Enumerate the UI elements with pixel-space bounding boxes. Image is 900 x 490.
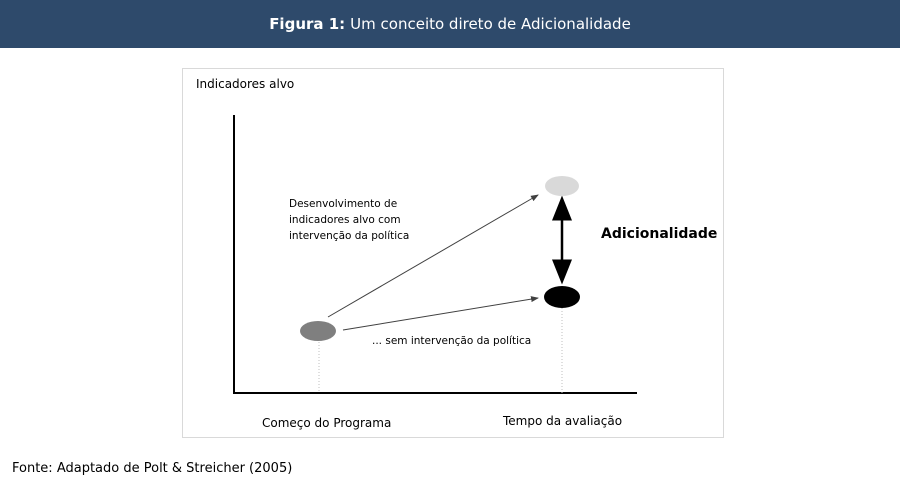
with-policy-label-line-3: intervenção da política: [289, 230, 410, 242]
y-axis-label: Indicadores alvo: [196, 77, 295, 91]
without-policy-point: [544, 286, 580, 308]
with-policy-arrow: [327, 194, 539, 318]
figure-title-bar: Figura 1: Um conceito direto de Adiciona…: [0, 0, 900, 48]
without-policy-label: ... sem intervenção da política: [372, 335, 532, 347]
start-point: [300, 321, 336, 341]
with-policy-point: [545, 176, 579, 196]
figure-number: Figura 1:: [269, 15, 346, 33]
with-policy-label-line-1: Desenvolvimento de: [289, 198, 398, 210]
x-end-label: Tempo da avaliação: [503, 414, 623, 428]
additionality-label: Adicionalidade: [601, 226, 718, 242]
figure-title: Um conceito direto de Adicionalidade: [350, 15, 631, 33]
figure-frame: [182, 68, 724, 438]
x-start-label: Começo do Programa: [262, 416, 392, 430]
source-note: Fonte: Adaptado de Polt & Streicher (200…: [12, 461, 293, 476]
without-policy-arrow: [342, 296, 539, 331]
with-policy-label-line-2: indicadores alvo com: [289, 214, 401, 226]
